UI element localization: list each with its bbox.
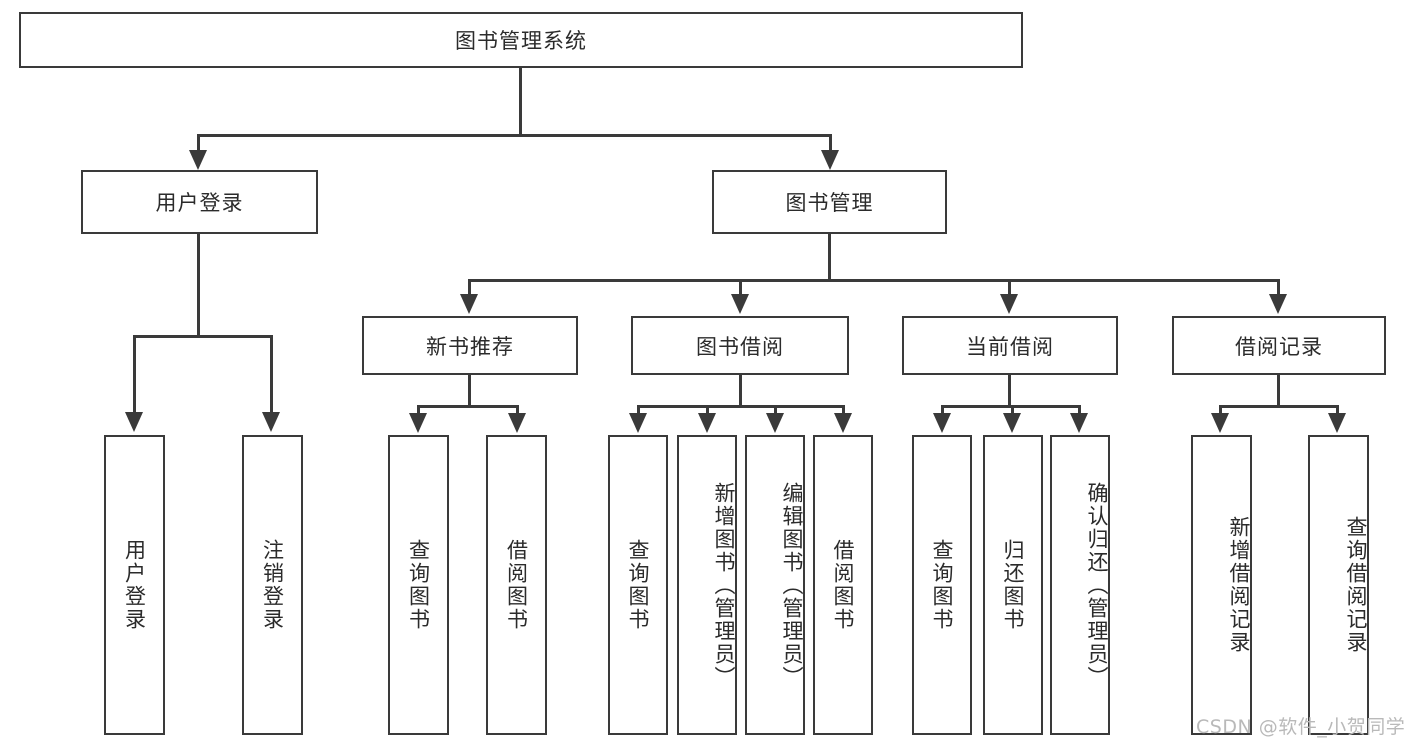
connector-cb-stem — [1008, 375, 1011, 408]
connector-cb-bus — [941, 405, 1080, 408]
arrow-bm-to-borrow-record — [1269, 294, 1287, 314]
connector-br-to-leaf2 — [1336, 405, 1339, 416]
connector-br-to-leaf1 — [1219, 405, 1222, 416]
connector-user-login-stem — [197, 234, 200, 338]
arrow-cb-to-leaf3 — [1070, 413, 1088, 433]
arrow-root-to-user-login — [189, 150, 207, 170]
connector-bm-to-new-book — [468, 279, 471, 297]
connector-br-stem — [1277, 375, 1280, 408]
connector-root-stem — [519, 68, 522, 136]
leaf-confirm-return-admin[interactable]: 确认归还（管理员） — [1050, 435, 1110, 735]
leaf-edit-book-admin[interactable]: 编辑图书（管理员） — [745, 435, 805, 735]
connector-br-bus — [1219, 405, 1339, 408]
node-book-borrow[interactable]: 图书借阅 — [631, 316, 849, 375]
leaf-query-book-borrow[interactable]: 查询图书 — [608, 435, 668, 735]
leaf-query-borrow-record[interactable]: 查询借阅记录 — [1308, 435, 1369, 735]
connector-nbr-to-leaf1 — [417, 405, 420, 416]
connector-user-login-bus — [133, 335, 272, 338]
connector-bb-to-leaf4 — [842, 405, 845, 416]
arrow-cb-to-leaf2 — [1003, 413, 1021, 433]
arrow-br-to-leaf1 — [1211, 413, 1229, 433]
connector-root-to-book-management — [829, 134, 832, 156]
connector-root-to-user-login — [197, 134, 200, 156]
connector-bb-to-leaf1 — [637, 405, 640, 416]
arrow-bm-to-current-borrow — [1000, 294, 1018, 314]
connector-cb-to-leaf3 — [1078, 405, 1081, 416]
leaf-borrow-book[interactable]: 借阅图书 — [813, 435, 873, 735]
leaf-logout-login[interactable]: 注销登录 — [242, 435, 303, 735]
connector-cb-to-leaf2 — [1011, 405, 1014, 416]
connector-nbr-stem — [468, 375, 471, 408]
connector-nbr-bus — [417, 405, 519, 408]
node-root-system[interactable]: 图书管理系统 — [19, 12, 1023, 68]
connector-user-login-to-leaf2 — [270, 335, 273, 415]
node-user-login[interactable]: 用户登录 — [81, 170, 318, 234]
leaf-add-borrow-record[interactable]: 新增借阅记录 — [1191, 435, 1252, 735]
arrow-bm-to-new-book — [460, 294, 478, 314]
arrow-bb-to-leaf4 — [834, 413, 852, 433]
node-borrow-record[interactable]: 借阅记录 — [1172, 316, 1386, 375]
connector-nbr-to-leaf2 — [516, 405, 519, 416]
connector-bb-stem — [739, 375, 742, 408]
arrow-bb-to-leaf1 — [629, 413, 647, 433]
arrow-bb-to-leaf3 — [766, 413, 784, 433]
leaf-add-book-admin[interactable]: 新增图书（管理员） — [677, 435, 737, 735]
connector-cb-to-leaf1 — [941, 405, 944, 416]
leaf-query-book-current[interactable]: 查询图书 — [912, 435, 972, 735]
connector-user-login-to-leaf1 — [133, 335, 136, 415]
connector-book-management-stem — [828, 234, 831, 282]
connector-bm-to-book-borrow — [739, 279, 742, 297]
connector-book-management-bus — [468, 279, 1280, 282]
arrow-bb-to-leaf2 — [698, 413, 716, 433]
node-current-borrow[interactable]: 当前借阅 — [902, 316, 1118, 375]
arrow-user-login-to-leaf2 — [262, 412, 280, 432]
connector-bm-to-current-borrow — [1008, 279, 1011, 297]
connector-bb-bus — [637, 405, 845, 408]
connector-bb-to-leaf2 — [706, 405, 709, 416]
arrow-br-to-leaf2 — [1328, 413, 1346, 433]
node-book-management[interactable]: 图书管理 — [712, 170, 947, 234]
arrow-nbr-to-leaf2 — [508, 413, 526, 433]
leaf-return-book[interactable]: 归还图书 — [983, 435, 1043, 735]
leaf-query-book-recommend[interactable]: 查询图书 — [388, 435, 449, 735]
csdn-watermark: CSDN @软件_小贺同学 — [1196, 716, 1405, 738]
connector-bm-to-borrow-record — [1277, 279, 1280, 297]
node-new-book-recommend[interactable]: 新书推荐 — [362, 316, 578, 375]
leaf-borrow-book-recommend[interactable]: 借阅图书 — [486, 435, 547, 735]
arrow-root-to-book-management — [821, 150, 839, 170]
arrow-cb-to-leaf1 — [933, 413, 951, 433]
arrow-nbr-to-leaf1 — [409, 413, 427, 433]
arrow-user-login-to-leaf1 — [125, 412, 143, 432]
leaf-user-login[interactable]: 用户登录 — [104, 435, 165, 735]
arrow-bm-to-book-borrow — [731, 294, 749, 314]
connector-root-bus — [197, 134, 831, 137]
connector-bb-to-leaf3 — [774, 405, 777, 416]
